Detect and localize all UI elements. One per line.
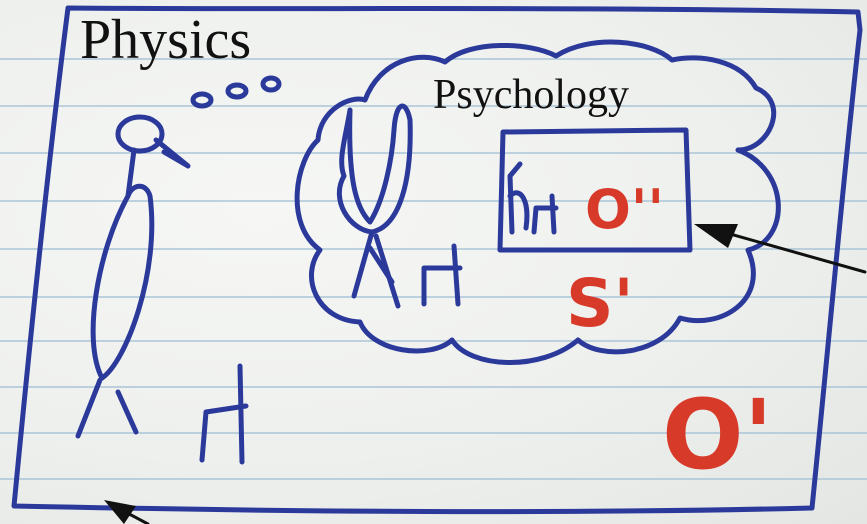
figure-leg-right [115, 389, 139, 435]
ruled-line [0, 248, 867, 250]
thought-bubble-dot [190, 91, 214, 109]
small-figure-leg [367, 245, 395, 285]
thought-bubble-dot [260, 75, 282, 93]
chair-symbol [199, 363, 249, 465]
ruled-line [0, 105, 867, 107]
arrow-right-head [694, 224, 738, 248]
arrow-right-shaft [714, 228, 867, 274]
tiny-chair [531, 193, 559, 235]
figure-nose [153, 137, 191, 169]
ruled-line [0, 152, 867, 154]
subject-label: S' [566, 265, 634, 342]
psychology-cloud [294, 39, 781, 365]
ruled-line [0, 200, 867, 202]
outer-frame [11, 5, 863, 515]
figure-neck [125, 147, 137, 199]
figure-head [115, 114, 165, 154]
small-figure [336, 103, 413, 235]
chair-symbol-small [421, 243, 463, 307]
arrow-bottom-head [104, 500, 136, 524]
observer-outer-label: O' [662, 379, 773, 491]
psychology-label: Psychology [433, 72, 630, 118]
physics-label: Physics [80, 9, 252, 71]
ruled-line [0, 340, 867, 342]
ruled-line [0, 386, 867, 388]
small-figure-leg [351, 229, 375, 299]
ruled-line [0, 432, 867, 434]
inner-rectangle [497, 127, 693, 253]
thought-bubble-dot [225, 82, 249, 100]
observer-inner-label: O'' [585, 178, 664, 241]
ruled-line [0, 296, 867, 298]
tiny-figure [507, 161, 530, 235]
figure-leg-left [75, 377, 103, 439]
ruled-line [0, 478, 867, 480]
figure-body [90, 183, 155, 381]
